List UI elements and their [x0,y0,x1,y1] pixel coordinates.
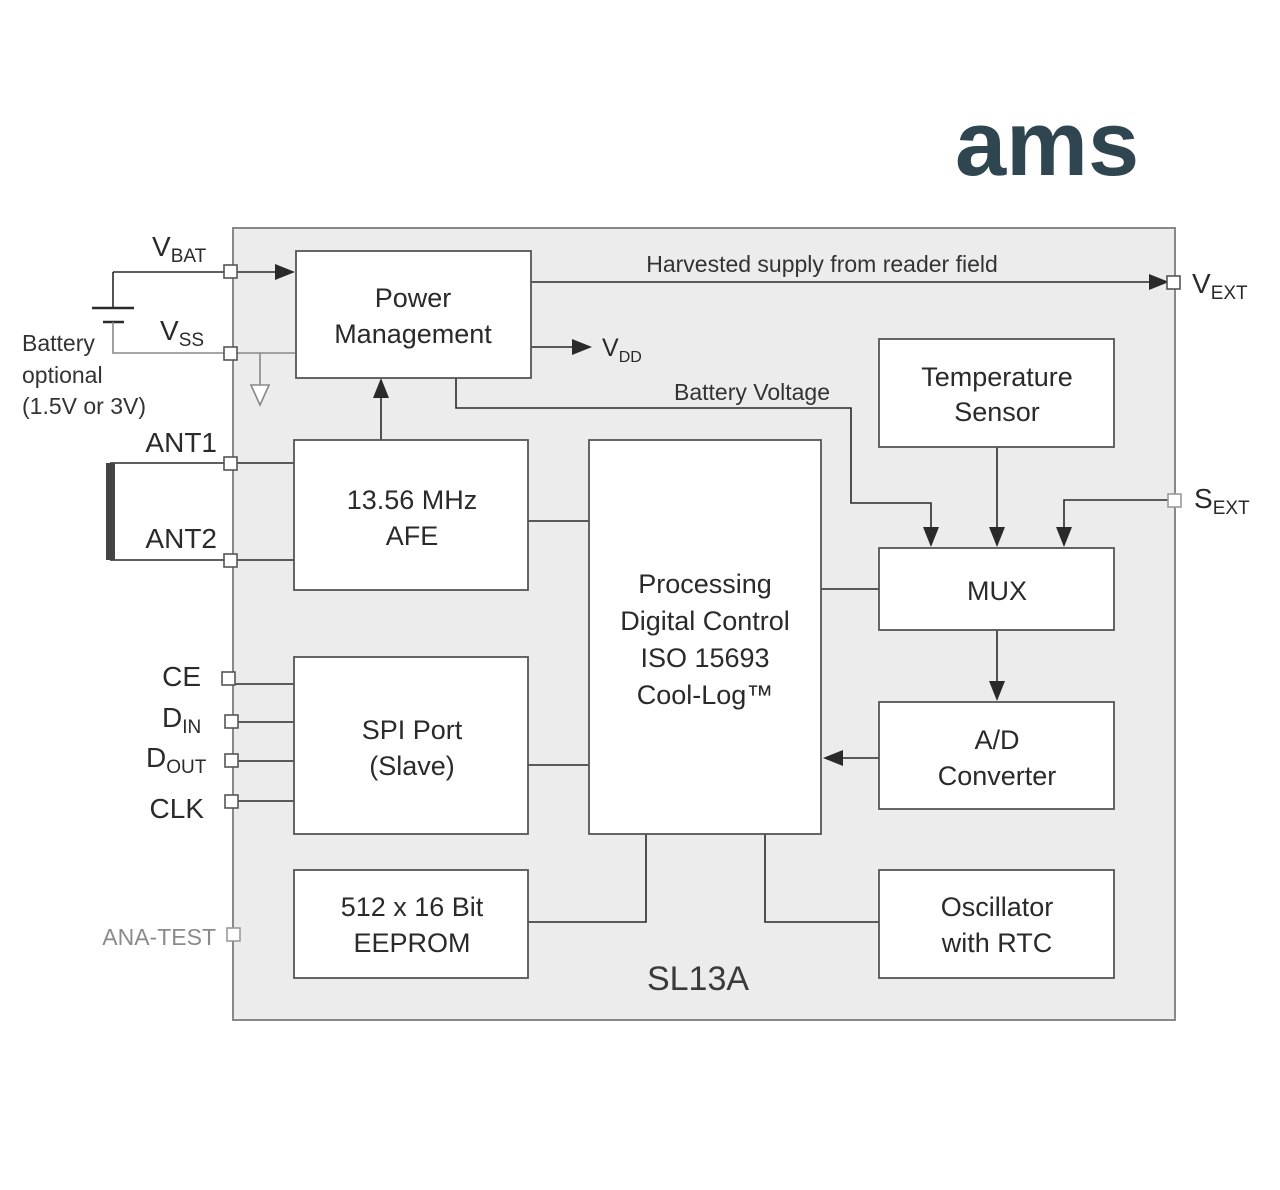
ant2-pad [223,553,238,568]
svg-text:Sensor: Sensor [954,397,1040,427]
svg-text:Cool-Log™: Cool-Log™ [637,680,774,710]
svg-text:Converter: Converter [938,761,1057,791]
svg-text:13.56 MHz: 13.56 MHz [347,485,478,515]
connections [92,264,1169,923]
svg-text:Oscillator: Oscillator [941,892,1054,922]
ce-pad [221,671,236,686]
svg-text:Management: Management [334,319,492,349]
ant2-label: ANT2 [145,523,217,554]
oscillator-to-processing [764,834,879,923]
din-label: DIN [162,702,201,738]
ams-logo-text: ams [955,93,1139,195]
svg-text:with RTC: with RTC [941,928,1053,958]
vext-label: VEXT [1192,268,1248,304]
sext-label: SEXT [1194,483,1250,519]
battery-voltage-to-mux [455,378,939,547]
din-pad [224,714,239,729]
svg-text:A/D: A/D [974,725,1019,755]
chip-name: SL13A [647,960,749,998]
vdd-label: VDD [602,334,642,366]
ce-label: CE [162,661,201,692]
svg-text:Digital Control: Digital Control [620,606,790,636]
oscillator-block: Oscillator with RTC [878,869,1115,979]
ana-test-pad [226,927,241,942]
svg-text:SPI Port: SPI Port [362,715,463,745]
vss-pad [223,346,238,361]
clk-pad [224,794,239,809]
battery-voltage-label: Battery Voltage [674,379,830,405]
spi-port-block: SPI Port (Slave) [293,656,529,835]
processing-block: Processing Digital Control ISO 15693 Coo… [588,439,822,835]
svg-text:(Slave): (Slave) [369,751,455,781]
svg-text:MUX: MUX [967,576,1027,606]
battery-optional-line2: optional [22,362,103,388]
mux-block: MUX [878,547,1115,631]
ams-logo: ams [955,93,1139,195]
vbat-label: VBAT [152,231,207,267]
vbat-pad [223,264,238,279]
vss-label: VSS [160,315,204,351]
ana-test-label: ANA-TEST [102,924,216,950]
svg-text:Power: Power [375,283,452,313]
sext-pad [1167,493,1182,508]
svg-text:AFE: AFE [386,521,439,551]
adc-block: A/D Converter [878,701,1115,810]
battery-optional-line3: (1.5V or 3V) [22,393,146,419]
power-management-block: Power Management [295,250,532,379]
svg-text:512 x 16 Bit: 512 x 16 Bit [341,892,484,922]
svg-text:Processing: Processing [638,569,772,599]
clk-label: CLK [150,793,205,824]
vext-pad [1166,275,1181,290]
svg-text:Temperature: Temperature [921,362,1073,392]
afe-block: 13.56 MHz AFE [293,439,529,591]
battery-optional-line1: Battery [22,330,95,356]
dout-label: DOUT [146,742,207,778]
ground-icon [249,384,271,407]
ant1-label: ANT1 [145,427,217,458]
svg-text:ISO 15693: ISO 15693 [640,643,769,673]
harvested-supply-label: Harvested supply from reader field [646,251,998,277]
antenna-coil [106,463,115,560]
dout-pad [224,753,239,768]
svg-text:EEPROM: EEPROM [353,928,470,958]
eeprom-to-processing [528,834,647,923]
ant1-pad [223,456,238,471]
temperature-sensor-block: Temperature Sensor [878,338,1115,448]
eeprom-block: 512 x 16 Bit EEPROM [293,869,529,979]
vss-wire [112,322,226,354]
sext-to-mux-arrow [1056,499,1168,547]
